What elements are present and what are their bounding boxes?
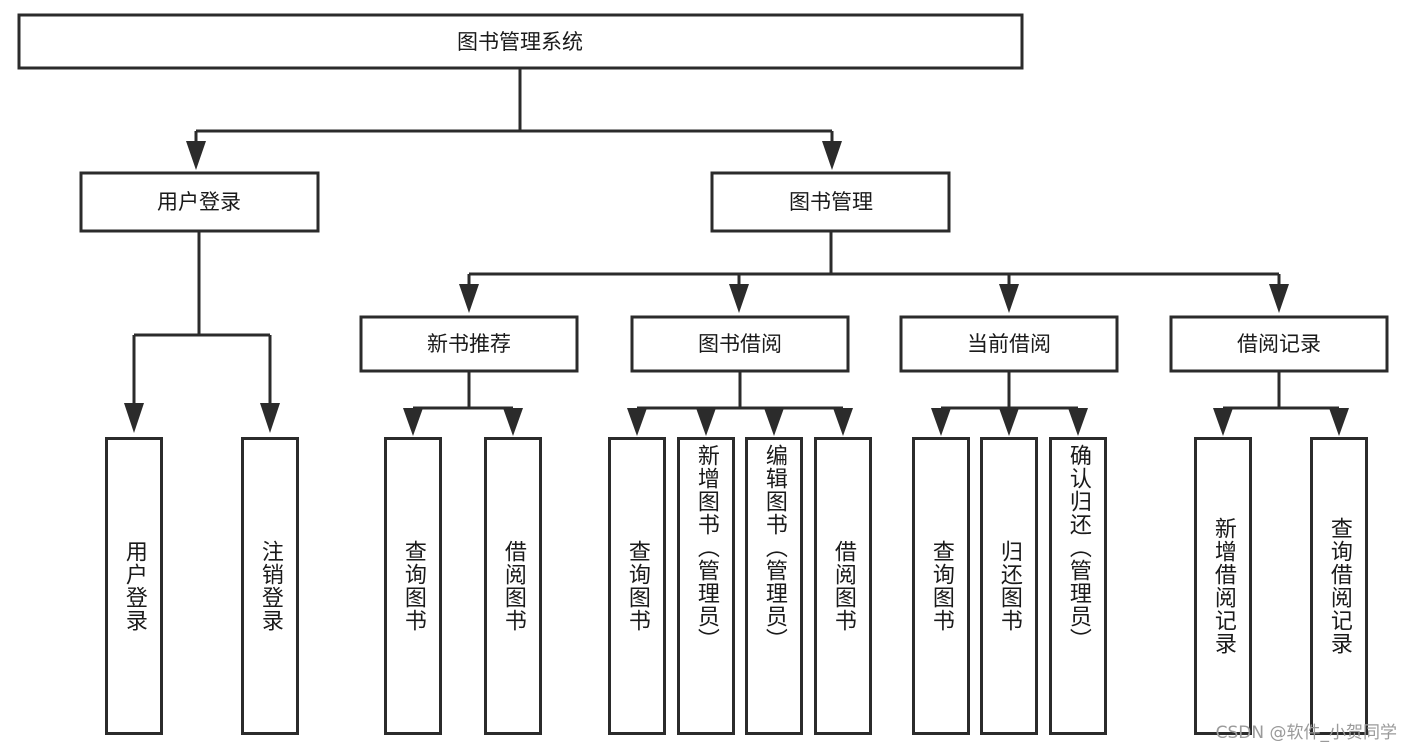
leaf-confirm-return-label: 确认归还（管理员） [1065,444,1091,651]
leaf-edit-book[interactable]: 编辑图书（管理员） [745,437,803,735]
arrow-head-icon [1068,408,1088,436]
leaf-user-logout-label: 注销登录 [257,540,283,632]
leaf-return-book-label: 归还图书 [996,540,1022,632]
leaf-add-record[interactable]: 新增借阅记录 [1194,437,1252,735]
leaf-query-book-1-label: 查询图书 [400,540,426,632]
leaf-borrow-book-1-label: 借阅图书 [500,540,526,632]
node-user-login-label: 用户登录 [157,190,241,214]
connector-current-borrow-to-leaves [931,371,1088,436]
leaf-edit-book-label: 编辑图书（管理员） [761,444,787,651]
leaf-confirm-return[interactable]: 确认归还（管理员） [1049,437,1107,735]
arrow-head-icon [729,284,749,313]
leaf-query-record-label: 查询借阅记录 [1326,517,1352,655]
arrow-head-icon [1269,284,1289,313]
node-book-manage-label: 图书管理 [789,190,873,214]
connector-book-borrow-to-leaves [627,371,853,436]
leaf-add-record-label: 新增借阅记录 [1210,517,1236,655]
leaf-query-book-1[interactable]: 查询图书 [384,437,442,735]
arrow-head-icon [822,141,842,170]
arrow-head-icon [696,408,716,436]
arrow-head-icon [931,408,951,436]
leaf-borrow-book-2[interactable]: 借阅图书 [814,437,872,735]
leaf-user-logout[interactable]: 注销登录 [241,437,299,735]
leaf-user-login[interactable]: 用户登录 [105,437,163,735]
connector-borrow-record-to-leaves [1213,371,1349,436]
node-root-label: 图书管理系统 [457,30,583,54]
node-book-borrow[interactable]: 图书借阅 [630,315,850,373]
leaf-query-book-3[interactable]: 查询图书 [912,437,970,735]
node-current-borrow-label: 当前借阅 [967,332,1051,356]
leaf-query-book-2[interactable]: 查询图书 [608,437,666,735]
node-current-borrow-box [899,315,1119,373]
connector-root-to-level2 [186,68,842,170]
arrow-head-icon [186,141,206,170]
leaf-borrow-book-2-label: 借阅图书 [830,540,856,632]
arrow-head-icon [1329,408,1349,436]
arrow-head-icon [999,408,1019,436]
node-borrow-record-label: 借阅记录 [1237,332,1321,356]
leaf-query-record[interactable]: 查询借阅记录 [1310,437,1368,735]
leaf-query-book-3-label: 查询图书 [928,540,954,632]
node-new-book-recommend-box [359,315,579,373]
leaf-query-book-2-label: 查询图书 [624,540,650,632]
arrow-head-icon [503,408,523,436]
node-borrow-record[interactable]: 借阅记录 [1169,315,1389,373]
node-book-borrow-label: 图书借阅 [698,332,782,356]
leaf-return-book[interactable]: 归还图书 [980,437,1038,735]
leaf-add-book-label: 新增图书（管理员） [693,444,719,651]
leaf-borrow-book-1[interactable]: 借阅图书 [484,437,542,735]
leaf-add-book[interactable]: 新增图书（管理员） [677,437,735,735]
arrow-head-icon [833,408,853,436]
connector-new-book-recommend-to-leaves [403,371,523,436]
node-current-borrow[interactable]: 当前借阅 [899,315,1119,373]
arrow-head-icon [459,284,479,313]
leaf-user-login-label: 用户登录 [121,540,147,632]
node-new-book-recommend-label: 新书推荐 [427,332,511,356]
arrow-head-icon [124,403,144,433]
connector-book-manage-to-level3 [459,231,1289,313]
node-root[interactable]: 图书管理系统 [17,13,1024,70]
node-root-box [17,13,1024,70]
node-new-book-recommend[interactable]: 新书推荐 [359,315,579,373]
arrow-head-icon [403,408,423,436]
arrow-head-icon [999,284,1019,313]
arrow-head-icon [764,408,784,436]
node-user-login[interactable]: 用户登录 [79,171,320,233]
arrow-head-icon [1213,408,1233,436]
connector-user-login-to-leaves [124,231,280,433]
arrow-head-icon [627,408,647,436]
arrow-head-icon [260,403,280,433]
node-book-manage[interactable]: 图书管理 [710,171,951,233]
